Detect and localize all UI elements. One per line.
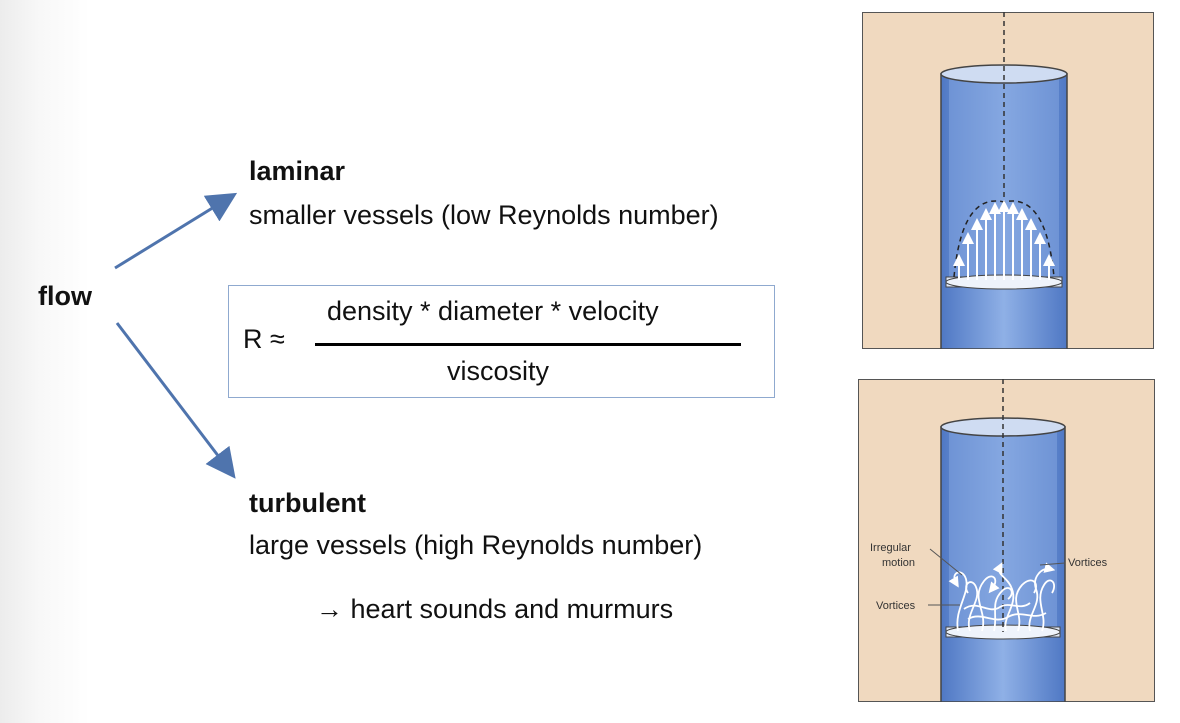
laminar-title: laminar: [249, 156, 346, 186]
flow-label: flow: [38, 281, 92, 311]
formula-numerator: density * diameter * velocity: [327, 296, 659, 326]
arrow-to-laminar: [114, 192, 238, 270]
consequence-text: heart sounds and murmurs: [350, 594, 674, 624]
formula-denominator: viscosity: [447, 356, 550, 386]
consequence-line: → heart sounds and murmurs: [316, 594, 673, 625]
turbulent-title: turbulent: [249, 488, 366, 518]
label-irregular-motion-line1: Irregular: [870, 542, 911, 554]
turbulent-flow-figure: Irregular motion Vortices Vortices: [858, 379, 1155, 702]
reynolds-formula-box: R ≈ density * diameter * velocity viscos…: [228, 285, 775, 398]
arrow-to-turbulent: [115, 322, 236, 479]
fraction-line: [315, 343, 741, 346]
turbulent-description: large vessels (high Reynolds number): [249, 530, 703, 560]
label-irregular-motion-line2: motion: [882, 557, 915, 569]
laminar-description: smaller vessels (low Reynolds number): [249, 200, 719, 230]
label-vortices-right: Vortices: [1068, 557, 1108, 569]
label-vortices-left: Vortices: [876, 600, 916, 612]
formula-lhs: R ≈: [243, 324, 285, 354]
laminar-flow-figure: [862, 12, 1154, 349]
right-arrow-icon: →: [316, 594, 343, 624]
